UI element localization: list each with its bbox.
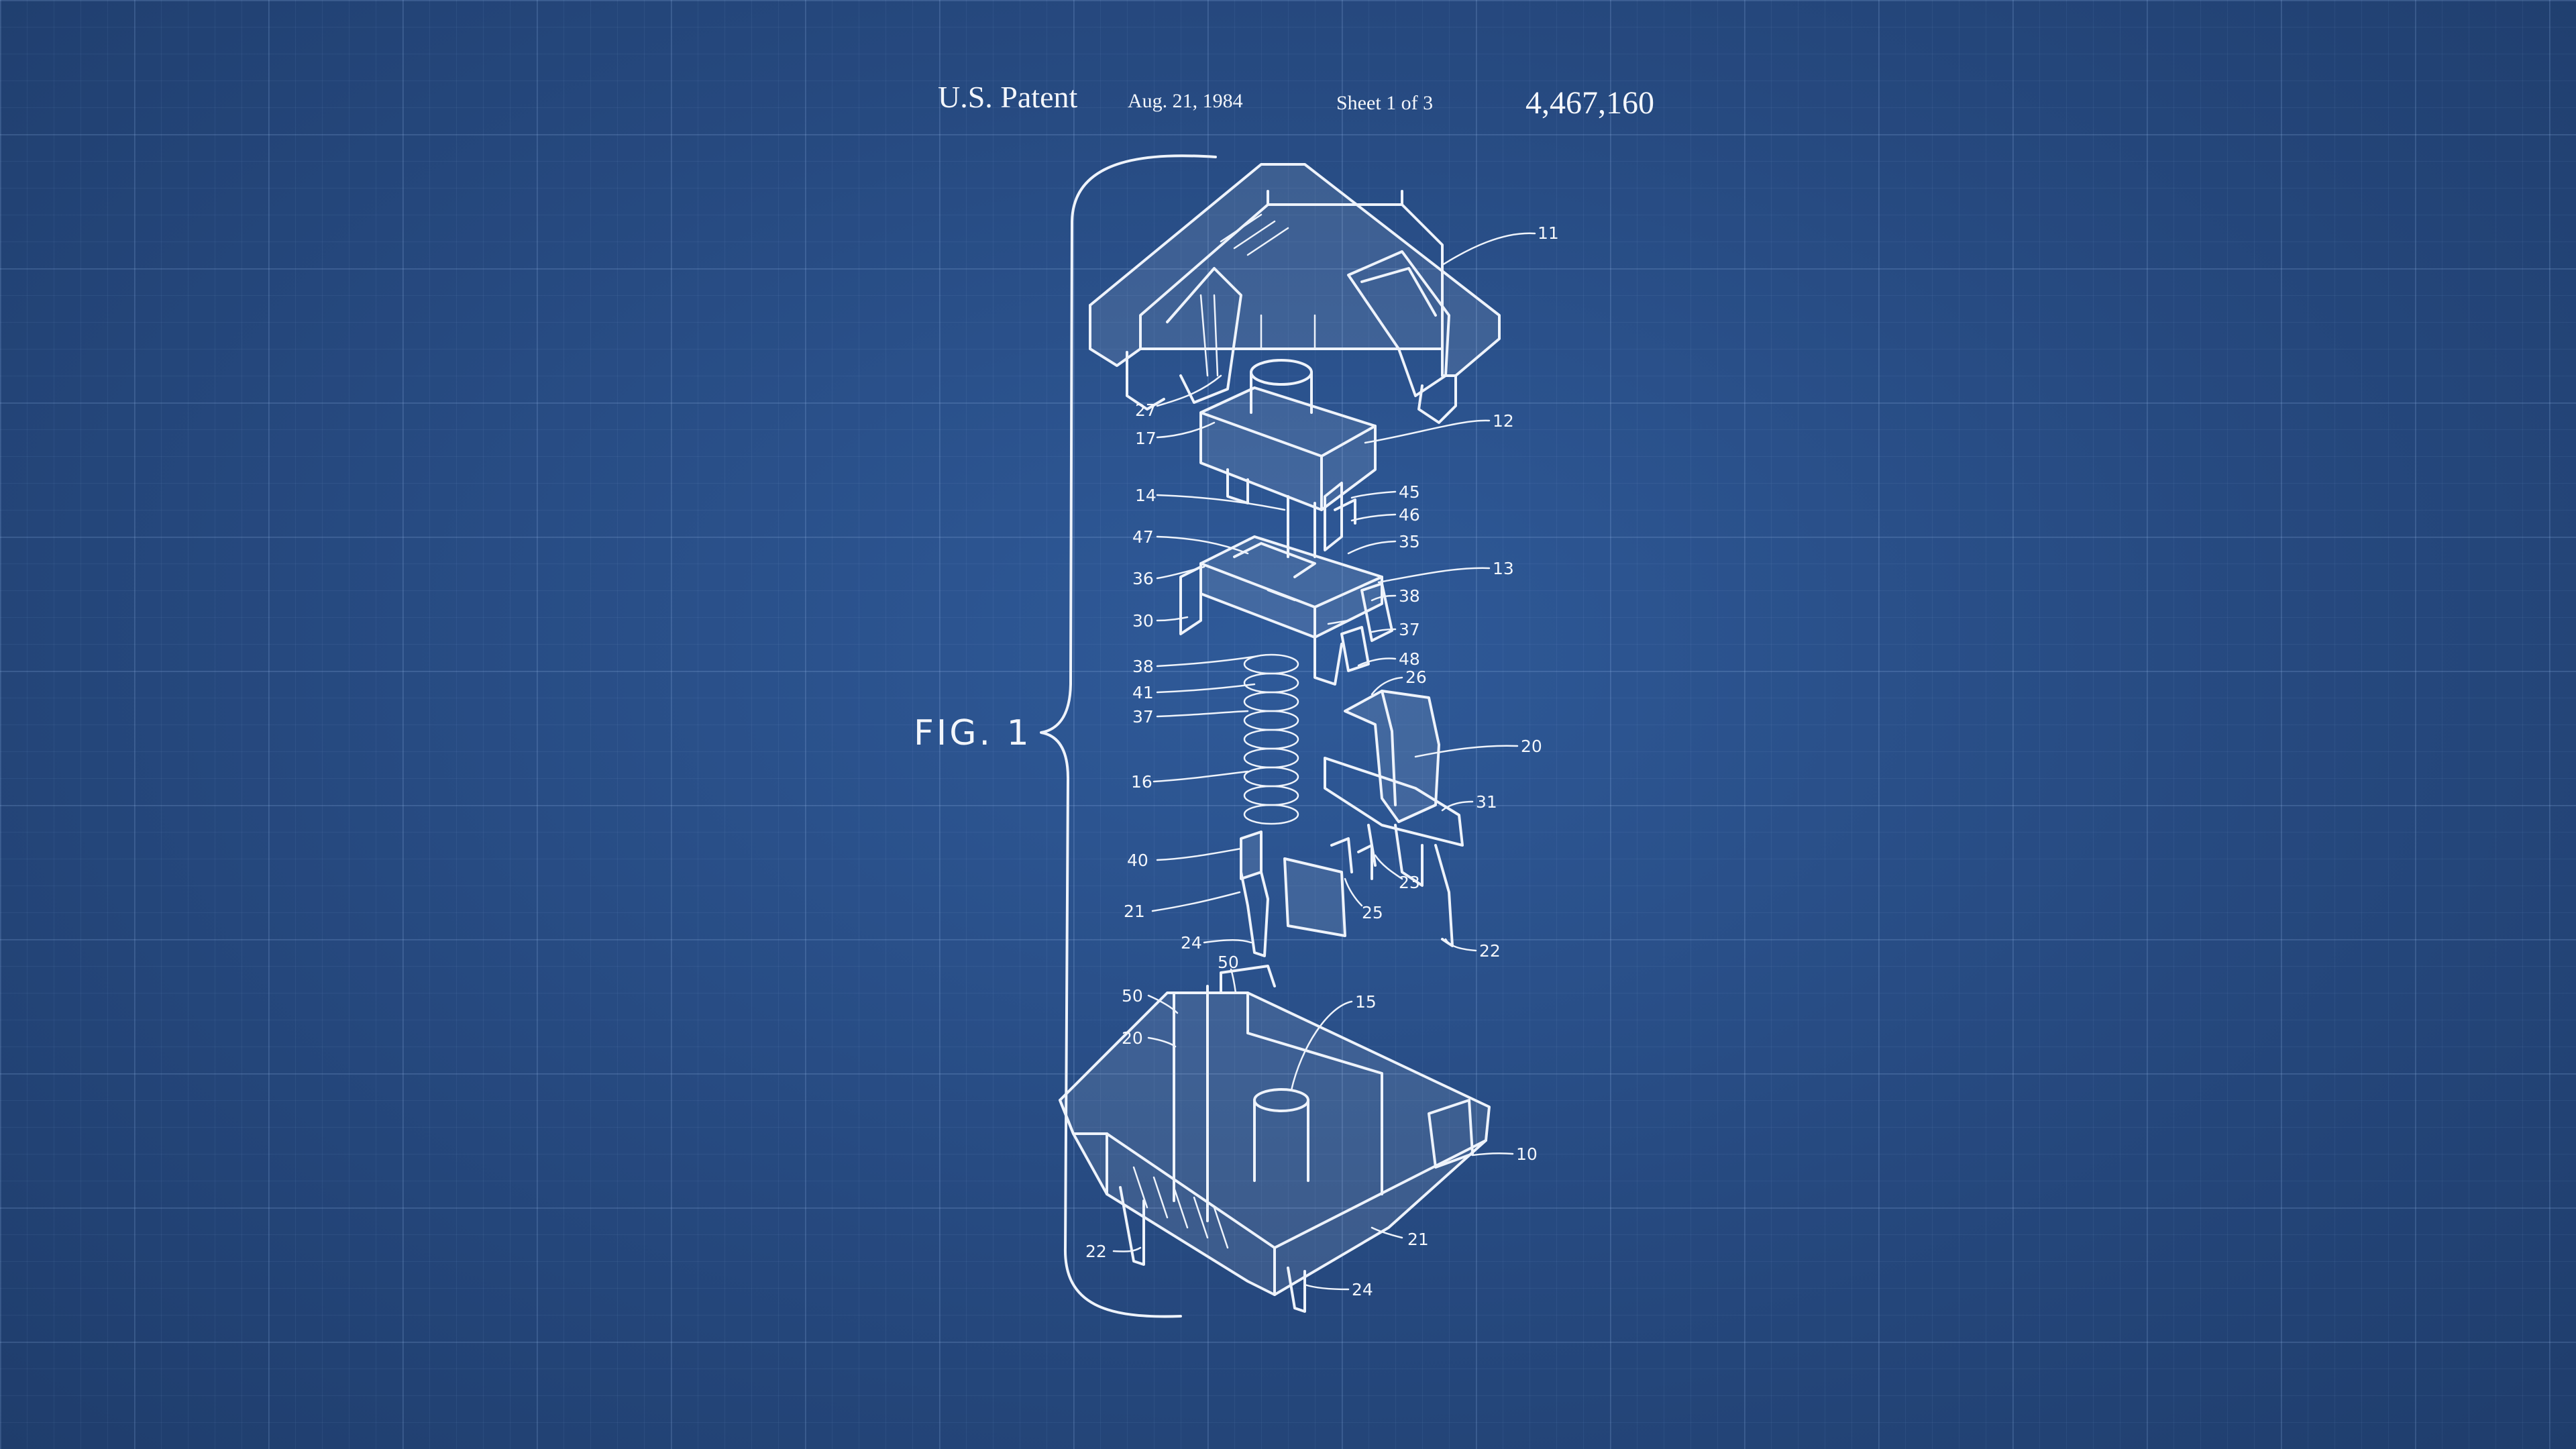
callout-10: 10 — [1516, 1144, 1538, 1164]
callout-24-lower: 24 — [1352, 1280, 1373, 1299]
callout-30: 30 — [1132, 611, 1154, 631]
figure-label: FIG. 1 — [914, 713, 1032, 753]
callout-47: 47 — [1132, 527, 1154, 547]
callout-36: 36 — [1132, 569, 1154, 588]
callout-20-lower: 20 — [1122, 1028, 1143, 1048]
callout-25: 25 — [1362, 903, 1383, 922]
lower-contacts — [1240, 830, 1373, 957]
callout-16: 16 — [1131, 772, 1152, 792]
callout-31: 31 — [1476, 792, 1497, 812]
callout-22-right: 22 — [1479, 941, 1501, 961]
patent-date: Aug. 21, 1984 — [1128, 90, 1243, 112]
callout-21-lower: 21 — [1407, 1230, 1429, 1249]
callout-13: 13 — [1493, 559, 1514, 578]
leaf-contact — [1324, 690, 1464, 947]
top-housing — [1089, 163, 1501, 424]
callout-37-lower: 37 — [1132, 707, 1154, 727]
leader-lines — [1112, 232, 1536, 1291]
callout-27: 27 — [1135, 400, 1157, 420]
callout-labels: 11 27 17 12 14 45 46 47 35 36 13 30 38 3… — [1085, 223, 1559, 1299]
callout-23: 23 — [1399, 873, 1420, 892]
callout-11: 11 — [1538, 223, 1559, 243]
callout-48: 48 — [1399, 649, 1420, 669]
callout-21-upper: 21 — [1124, 902, 1145, 921]
stem — [1199, 359, 1377, 558]
callout-40: 40 — [1127, 851, 1148, 870]
callout-46: 46 — [1399, 505, 1420, 525]
callout-24-upper: 24 — [1181, 933, 1202, 953]
spring — [1243, 653, 1299, 825]
patent-label: U.S. Patent — [938, 80, 1078, 114]
callout-50-top: 50 — [1218, 953, 1239, 972]
callout-26: 26 — [1405, 667, 1427, 687]
patent-sheet: Sheet 1 of 3 — [1336, 92, 1434, 114]
figure-brace — [1040, 154, 1217, 1318]
patent-number: 4,467,160 — [1525, 85, 1654, 121]
callout-12: 12 — [1493, 411, 1514, 431]
bottom-housing — [1059, 965, 1491, 1313]
callout-41: 41 — [1132, 683, 1154, 702]
callout-50-left: 50 — [1122, 986, 1143, 1006]
callout-35: 35 — [1399, 532, 1420, 551]
callout-20-upper: 20 — [1521, 737, 1542, 756]
callout-45: 45 — [1399, 482, 1420, 502]
callout-22-left: 22 — [1085, 1242, 1107, 1261]
callout-38-upper: 38 — [1399, 586, 1420, 606]
callout-37-upper: 37 — [1399, 620, 1420, 639]
callout-15: 15 — [1355, 992, 1377, 1012]
callout-17: 17 — [1135, 429, 1157, 448]
callout-38-lower: 38 — [1132, 657, 1154, 676]
callout-14: 14 — [1135, 486, 1157, 505]
